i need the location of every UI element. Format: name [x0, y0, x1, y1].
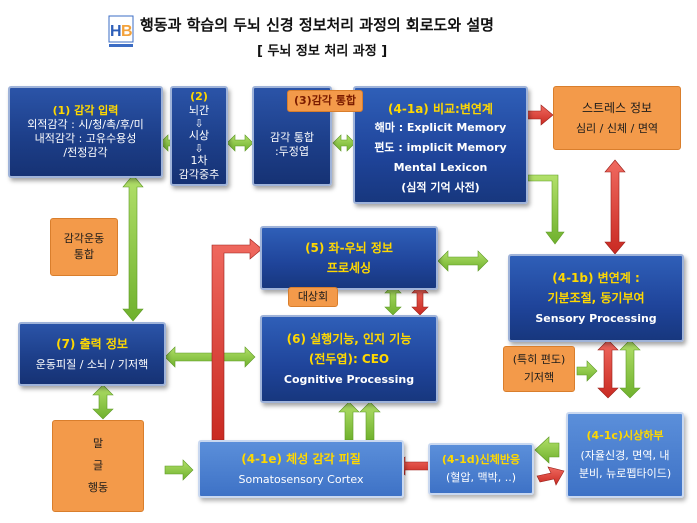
arrow-b4d-b4c: [534, 436, 560, 464]
sensory-integration-line1: 감각 통합: [270, 131, 314, 144]
hypothalamus-line1: (4-1c)시상하부: [586, 429, 664, 442]
sensory-input-line2: 내적감각 : 고유수용성: [34, 132, 137, 145]
page-subtitle: [ 두뇌 정보 처리 과정 ]: [257, 44, 388, 59]
stress-info-box: 스트레스 정보 심리 / 신체 / 면역: [553, 86, 681, 150]
arrow-b4e-b5: [211, 238, 263, 441]
executive-function-line2: (전두엽): CEO: [308, 352, 390, 366]
stress-info-line1: 스트레스 정보: [581, 101, 653, 115]
body-response-line1: (4-1d)신체반응: [441, 453, 521, 466]
limbic-mood-box: (4-1b) 변연계 : 기분조절, 동기부여 Sensory Processi…: [508, 254, 684, 342]
sensory-input-box: (1) 감각 입력 외적감각 : 시/청/촉/후/미 내적감각 : 고유수용성 …: [8, 86, 163, 178]
sensory-integration-line2: :두정엽: [274, 145, 310, 158]
brainstem-line4: 감각중추: [178, 168, 220, 181]
down-arrow-icon: ⇩: [194, 117, 204, 130]
arrow-b4b-b4c: [619, 339, 641, 399]
arrow-b2-b3: [226, 134, 254, 152]
brainstem-box: (2) 뇌간 ⇩ 시상 ⇩ 1차 감각중추: [170, 86, 228, 186]
cingulate-tag: 대상회: [288, 287, 338, 307]
svg-text:H: H: [110, 23, 122, 40]
arrow-b4e-b6b: [359, 401, 381, 441]
executive-function-line1: (6) 실행기능, 인지 기능: [286, 332, 412, 346]
arrow-b4d-b4c-red: [536, 466, 565, 486]
arrow-teuk-b4b: [576, 360, 598, 382]
down-arrow-icon: ⇩: [194, 142, 204, 155]
output-actions-box: 말 글 행동: [52, 420, 144, 512]
limbic-mood-line3: Sensory Processing: [535, 312, 657, 325]
arrow-b7-output: [92, 384, 114, 420]
sensory-input-title: (1) 감각 입력: [52, 104, 119, 117]
brainstem-line3: 1차: [190, 154, 208, 167]
somatosensory-line2: Somatosensory Cortex: [238, 473, 364, 486]
output-info-line2: 운동피질 / 소뇌 / 기저핵: [35, 358, 149, 371]
executive-function-box: (6) 실행기능, 인지 기능 (전두엽): CEO Cognitive Pro…: [260, 315, 438, 403]
somatosensory-cortex-box: (4-1e) 체성 감각 피질 Somatosensory Cortex: [198, 440, 404, 498]
stress-info-line2: 심리 / 신체 / 면역: [575, 122, 659, 135]
limbic-compare-title: (4-1a) 비교:변연계: [388, 102, 493, 116]
somatosensory-line1: (4-1e) 체성 감각 피질: [241, 452, 361, 466]
body-response-box: (4-1d)신체반응 (혈압, 맥박, ..): [428, 443, 534, 495]
left-right-brain-box: (5) 좌-우뇌 정보 프로세싱: [260, 226, 438, 290]
arrow-b1-b7: [122, 174, 144, 322]
arrow-b4a-b4b: [527, 174, 565, 245]
limbic-mood-line1: (4-1b) 변연계 :: [552, 271, 640, 285]
hypothalamus-line2: (자율신경, 면역, 내: [580, 449, 670, 462]
output-info-box: (7) 출력 정보 운동피질 / 소뇌 / 기저핵: [18, 322, 166, 386]
left-right-brain-line2: 프로세싱: [326, 261, 372, 275]
limbic-compare-line4: (심적 기억 사전): [401, 181, 480, 194]
sensory-input-line1: 외적감각 : 시/청/촉/후/미: [27, 118, 144, 131]
limbic-mood-line2: 기분조절, 동기부여: [547, 291, 645, 305]
hypothalamus-box: (4-1c)시상하부 (자율신경, 면역, 내 분비, 뉴로펩타이드): [566, 412, 684, 498]
left-right-brain-line1: (5) 좌-우뇌 정보: [305, 241, 393, 255]
limbic-compare-line1: 해마 : Explicit Memory: [374, 121, 507, 134]
limbic-compare-box: (4-1a) 비교:변연계 해마 : Explicit Memory 편도 : …: [353, 86, 528, 204]
brainstem-line1: 뇌간: [188, 104, 210, 117]
arrow-b3-b4a: [332, 134, 356, 152]
logo: H B: [108, 14, 134, 50]
limbic-compare-line2: 편도 : implicit Memory: [374, 141, 507, 154]
sensory-integration-tag: (3)감각 통합: [287, 90, 363, 112]
arrow-b7-b6: [164, 346, 256, 368]
output-info-line1: (7) 출력 정보: [56, 337, 128, 351]
arrow-b4e-b6a: [338, 401, 360, 441]
body-response-line2: (혈압, 맥박, ..): [445, 471, 517, 484]
executive-function-line3: Cognitive Processing: [283, 373, 415, 386]
page-title: 행동과 학습의 두뇌 신경 정보처리 과정의 회로도와 설명: [140, 16, 494, 34]
arrow-b5-b4b: [437, 250, 489, 272]
arrow-b4b-b4c-red: [597, 339, 619, 399]
amygdala-basal-ganglia-box: (특히 편도) 기저핵: [503, 346, 575, 392]
sensory-input-line3: /전정감각: [63, 146, 108, 159]
arrow-stress-b4b: [604, 159, 626, 255]
sensorimotor-integration-box: 감각운동 통합: [50, 218, 118, 276]
brainstem-line2: 시상: [188, 129, 210, 142]
hypothalamus-line3: 분비, 뉴로펩타이드): [578, 467, 672, 480]
svg-text:B: B: [121, 23, 133, 40]
arrow-output-b4e: [164, 459, 194, 481]
limbic-compare-line3: Mental Lexicon: [393, 161, 488, 174]
brainstem-num: (2): [190, 90, 208, 103]
